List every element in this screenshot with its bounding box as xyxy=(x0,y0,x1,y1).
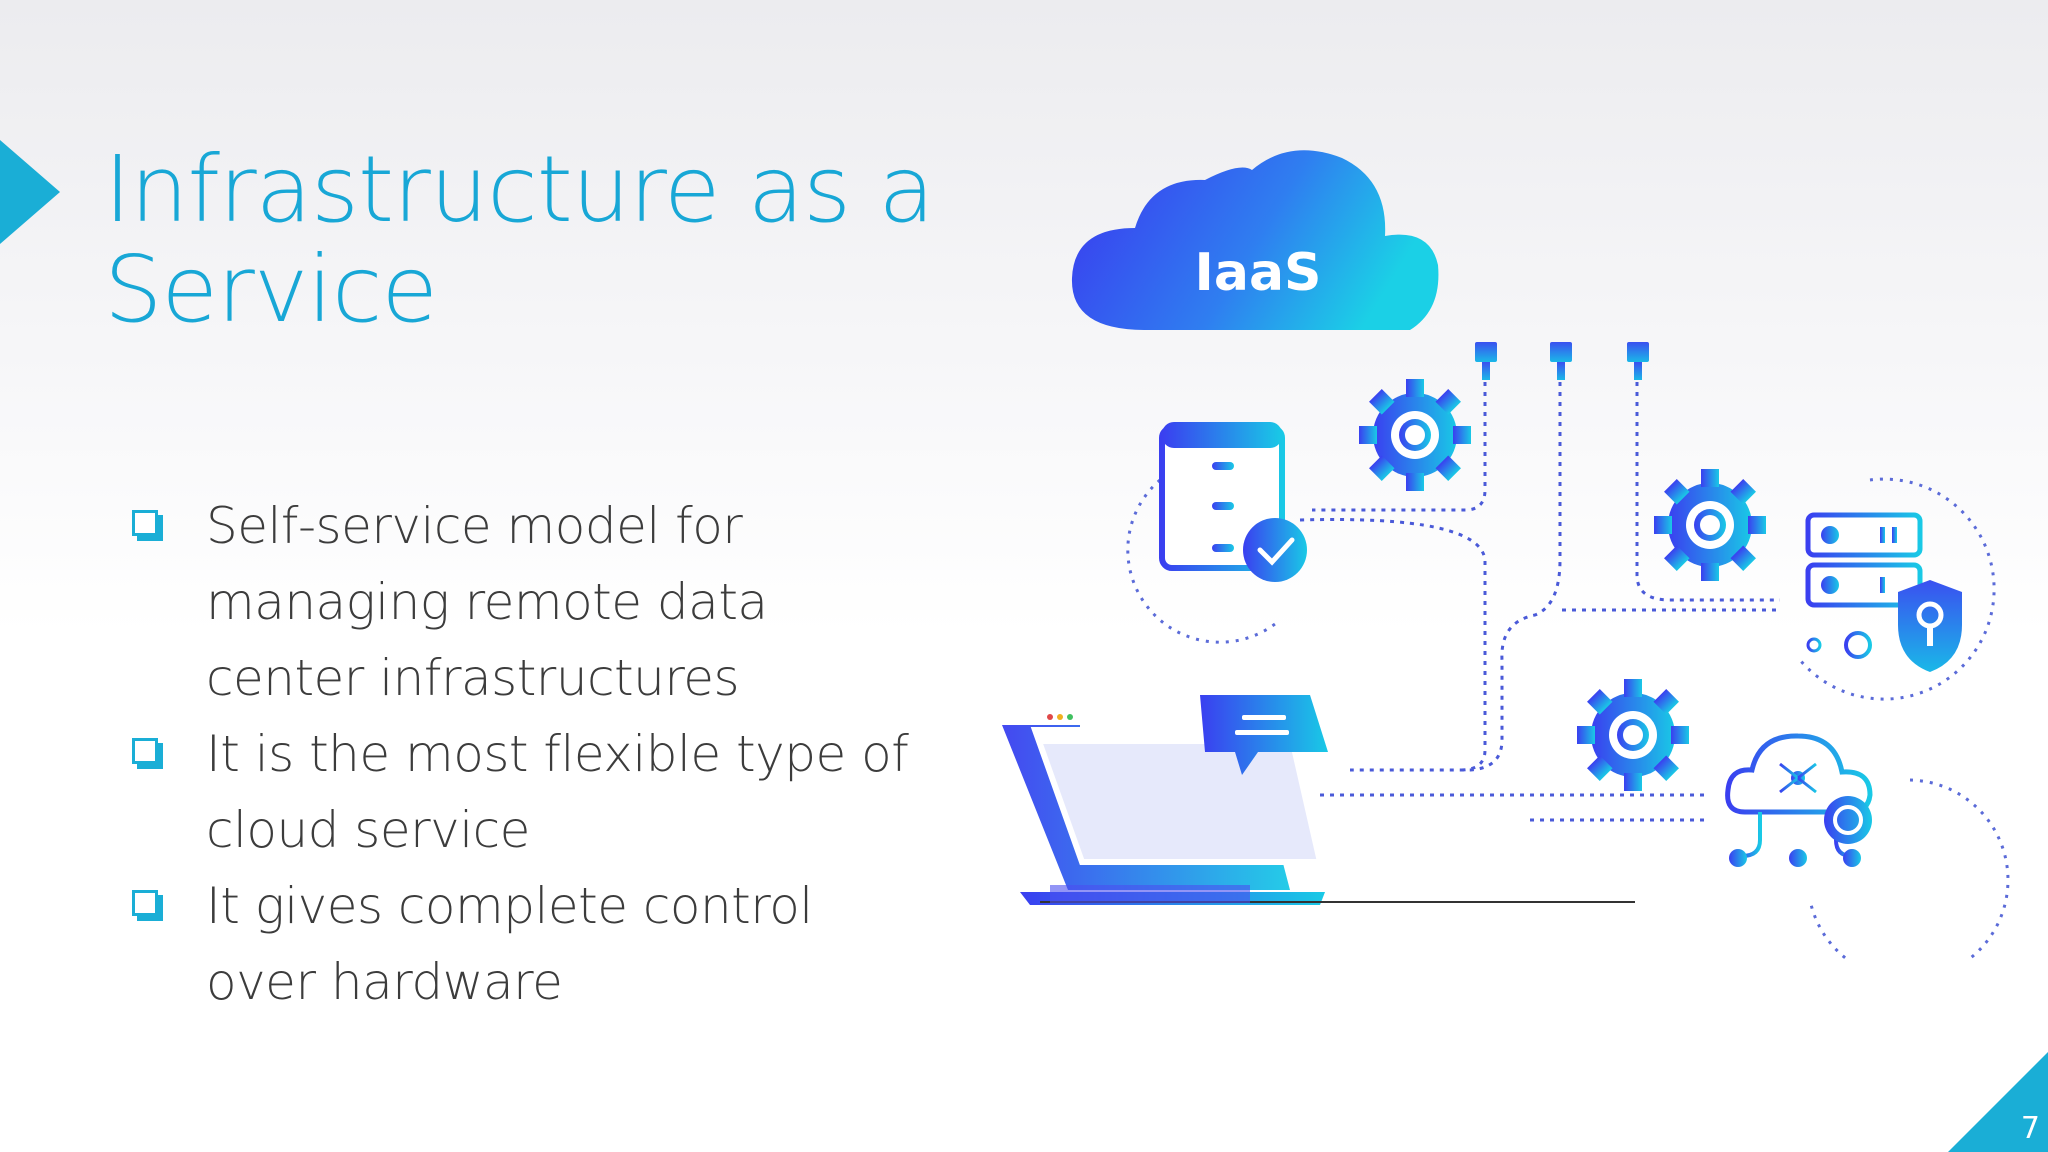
orbit-lines xyxy=(1126,477,2010,960)
checkbox-bullet-icon xyxy=(132,510,158,536)
cloud-connectors xyxy=(1475,342,1649,380)
bullet-item: It is the most flexible type of cloud se… xyxy=(130,716,930,868)
gear-icon xyxy=(1359,379,1471,491)
gear-icon xyxy=(1577,679,1689,791)
bullet-text: It gives complete control over hardware xyxy=(206,877,813,1011)
checkbox-bullet-icon xyxy=(132,890,158,916)
corner-accent: 7 xyxy=(1908,1052,2048,1152)
cloud-label: IaaS xyxy=(1195,243,1322,303)
bullet-item: It gives complete control over hardware xyxy=(130,868,930,1020)
bullet-item: Self-service model for managing remote d… xyxy=(130,488,930,716)
bullet-list: Self-service model for managing remote d… xyxy=(130,488,930,1020)
accent-triangle xyxy=(0,140,60,244)
checkbox-bullet-icon xyxy=(132,738,158,764)
corner-triangle xyxy=(1948,1052,2048,1152)
slide-title: Infrastructure as a Service xyxy=(104,136,935,343)
bullet-text: Self-service model for managing remote d… xyxy=(206,497,768,707)
chat-icon xyxy=(1200,695,1328,775)
gear-icon xyxy=(1654,469,1766,581)
server-icon xyxy=(1805,512,1923,659)
iaas-illustration: IaaS xyxy=(1002,150,2010,960)
shield-lock-icon xyxy=(1898,580,1962,672)
connector-lines xyxy=(1299,382,1780,822)
page-number: 7 xyxy=(2020,1111,2040,1146)
cloud-icon: IaaS xyxy=(1071,150,1439,330)
check-icon xyxy=(1243,518,1307,582)
cloud-network-icon xyxy=(1725,733,1873,867)
bullet-text: It is the most flexible type of cloud se… xyxy=(206,725,909,859)
